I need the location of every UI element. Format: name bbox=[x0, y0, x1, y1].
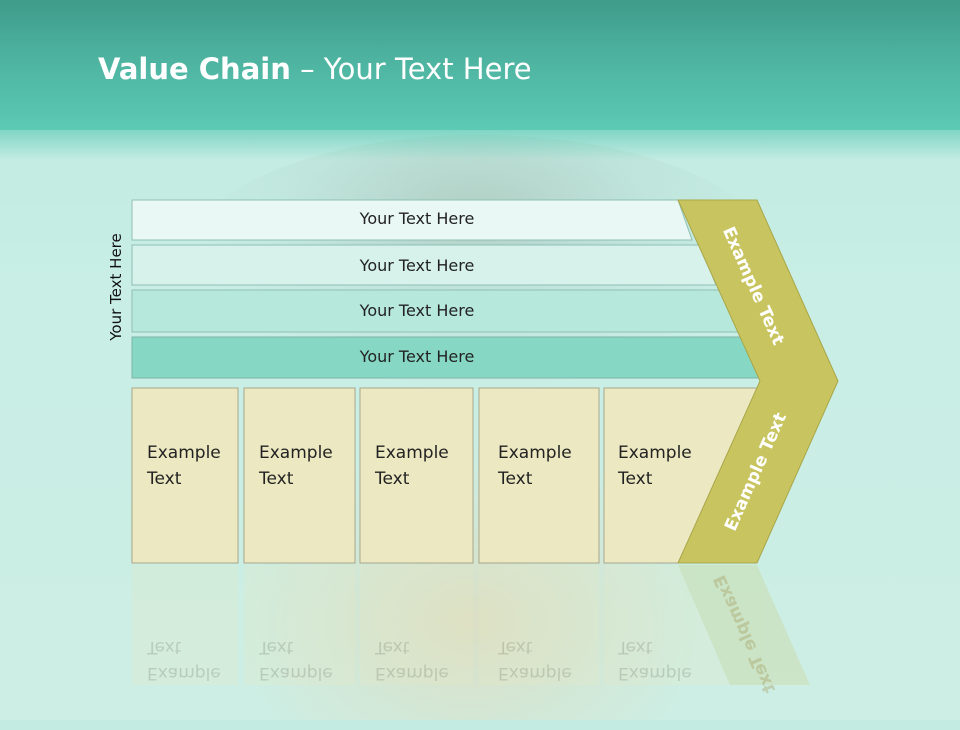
cell-5-reflection: Example Text bbox=[618, 634, 713, 686]
cell-1-reflection-line1: Example bbox=[147, 663, 221, 683]
bar-4-label: Your Text Here bbox=[359, 347, 475, 366]
cell-4-reflection-line2: Text bbox=[498, 637, 533, 657]
cell-2-line2: Text bbox=[259, 469, 294, 489]
cell-1-reflection-line2: Text bbox=[147, 637, 182, 657]
header-fade bbox=[0, 130, 960, 160]
cell-3-line1: Example bbox=[375, 443, 449, 463]
header-band bbox=[0, 0, 960, 130]
bar-1-shape bbox=[131, 199, 693, 241]
chevron-shape bbox=[677, 199, 839, 564]
title-rest: – Your Text Here bbox=[290, 52, 532, 86]
slide-title: Value Chain – Your Text Here bbox=[98, 52, 532, 86]
reflection bbox=[132, 565, 810, 685]
cell-3-reflection-line2: Text bbox=[375, 637, 410, 657]
cell-4-reflection: Example Text bbox=[498, 634, 593, 686]
cell-3-line2: Text bbox=[375, 469, 410, 489]
cell-4-shape bbox=[478, 387, 600, 564]
cell-1-line2: Text bbox=[147, 469, 182, 489]
cell-3-reflection: Example Text bbox=[375, 634, 470, 686]
cell-3-reflection-line1: Example bbox=[375, 663, 449, 683]
cell-3-shape bbox=[359, 387, 474, 564]
title-bold: Value Chain bbox=[98, 52, 291, 86]
cell-1-line1: Example bbox=[147, 443, 221, 463]
cell-1-shape bbox=[131, 387, 239, 564]
cell-4-reflection-line1: Example bbox=[498, 663, 572, 683]
cell-2-line1: Example bbox=[259, 443, 333, 463]
cell-5-line2: Text bbox=[618, 469, 653, 489]
cell-1-reflection: Example Text bbox=[147, 634, 242, 686]
cell-2-reflection-line1: Example bbox=[259, 663, 333, 683]
cell-2-reflection-line2: Text bbox=[259, 637, 294, 657]
bar-1-label: Your Text Here bbox=[359, 209, 475, 228]
cell-4-line1: Example bbox=[498, 443, 572, 463]
cell-4-line2: Text bbox=[498, 469, 533, 489]
cell-2-reflection: Example Text bbox=[259, 634, 354, 686]
cell-5-line1: Example bbox=[618, 443, 692, 463]
cell-5-reflection-line2: Text bbox=[618, 637, 653, 657]
cell-2-shape bbox=[243, 387, 356, 564]
bar-2-label: Your Text Here bbox=[359, 256, 475, 275]
cell-5-reflection-line1: Example bbox=[618, 663, 692, 683]
bar-3-label: Your Text Here bbox=[359, 301, 475, 320]
